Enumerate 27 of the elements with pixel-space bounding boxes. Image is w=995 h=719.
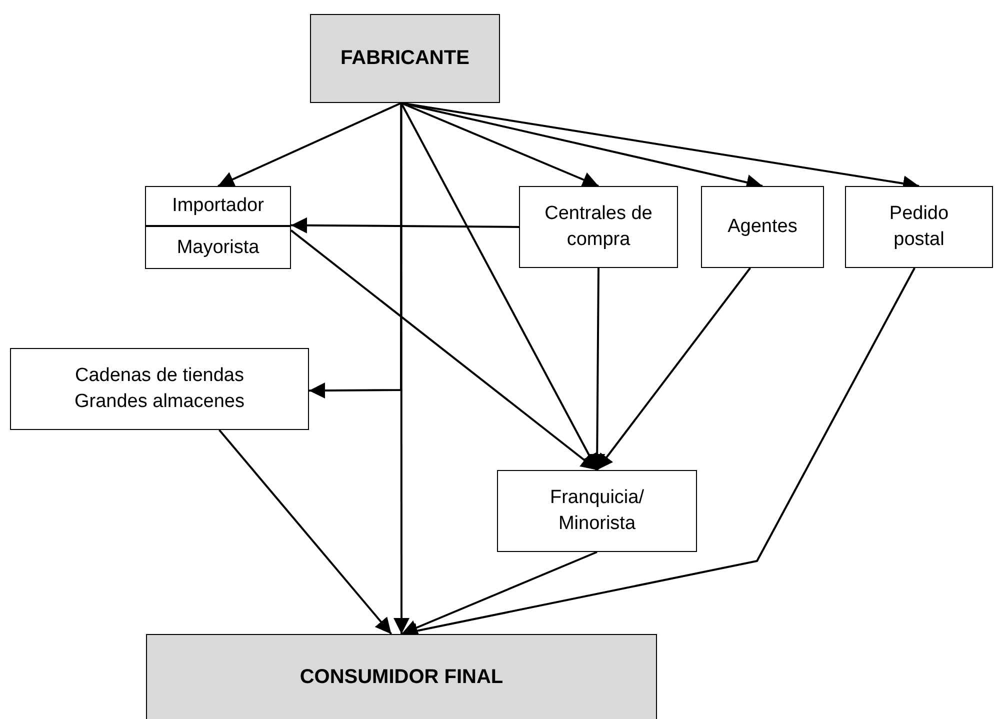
channel-box: [845, 186, 993, 268]
node-label: CONSUMIDOR FINAL: [300, 664, 504, 690]
arrow: [401, 551, 598, 636]
node-label: Mayorista: [176, 236, 260, 260]
channel-box: [145, 186, 291, 226]
node-label: Franquicia/ Minorista: [549, 486, 645, 536]
main-box: [310, 14, 500, 103]
node-label: FABRICANTE: [340, 46, 470, 71]
main-box: [146, 634, 657, 719]
channel-box: [497, 470, 697, 552]
channel-box: [10, 348, 309, 430]
node-label: Pedido postal: [888, 202, 950, 252]
arrow: [218, 429, 392, 635]
arrow: [400, 102, 599, 188]
arrow: [291, 217, 519, 234]
channel-box: [701, 186, 824, 268]
node-label: Centrales de compra: [544, 202, 654, 252]
channel-box: [519, 186, 678, 268]
node-label: Agentes: [728, 215, 798, 240]
arrow: [290, 230, 598, 471]
channel-box: [145, 226, 291, 269]
node-label: Cadenas de tiendas Grandes almacenes: [73, 364, 246, 414]
arrow: [589, 268, 606, 470]
arrow: [596, 267, 751, 471]
node-label: Importador: [172, 194, 264, 218]
arrow: [309, 103, 402, 399]
arrow: [218, 102, 402, 187]
